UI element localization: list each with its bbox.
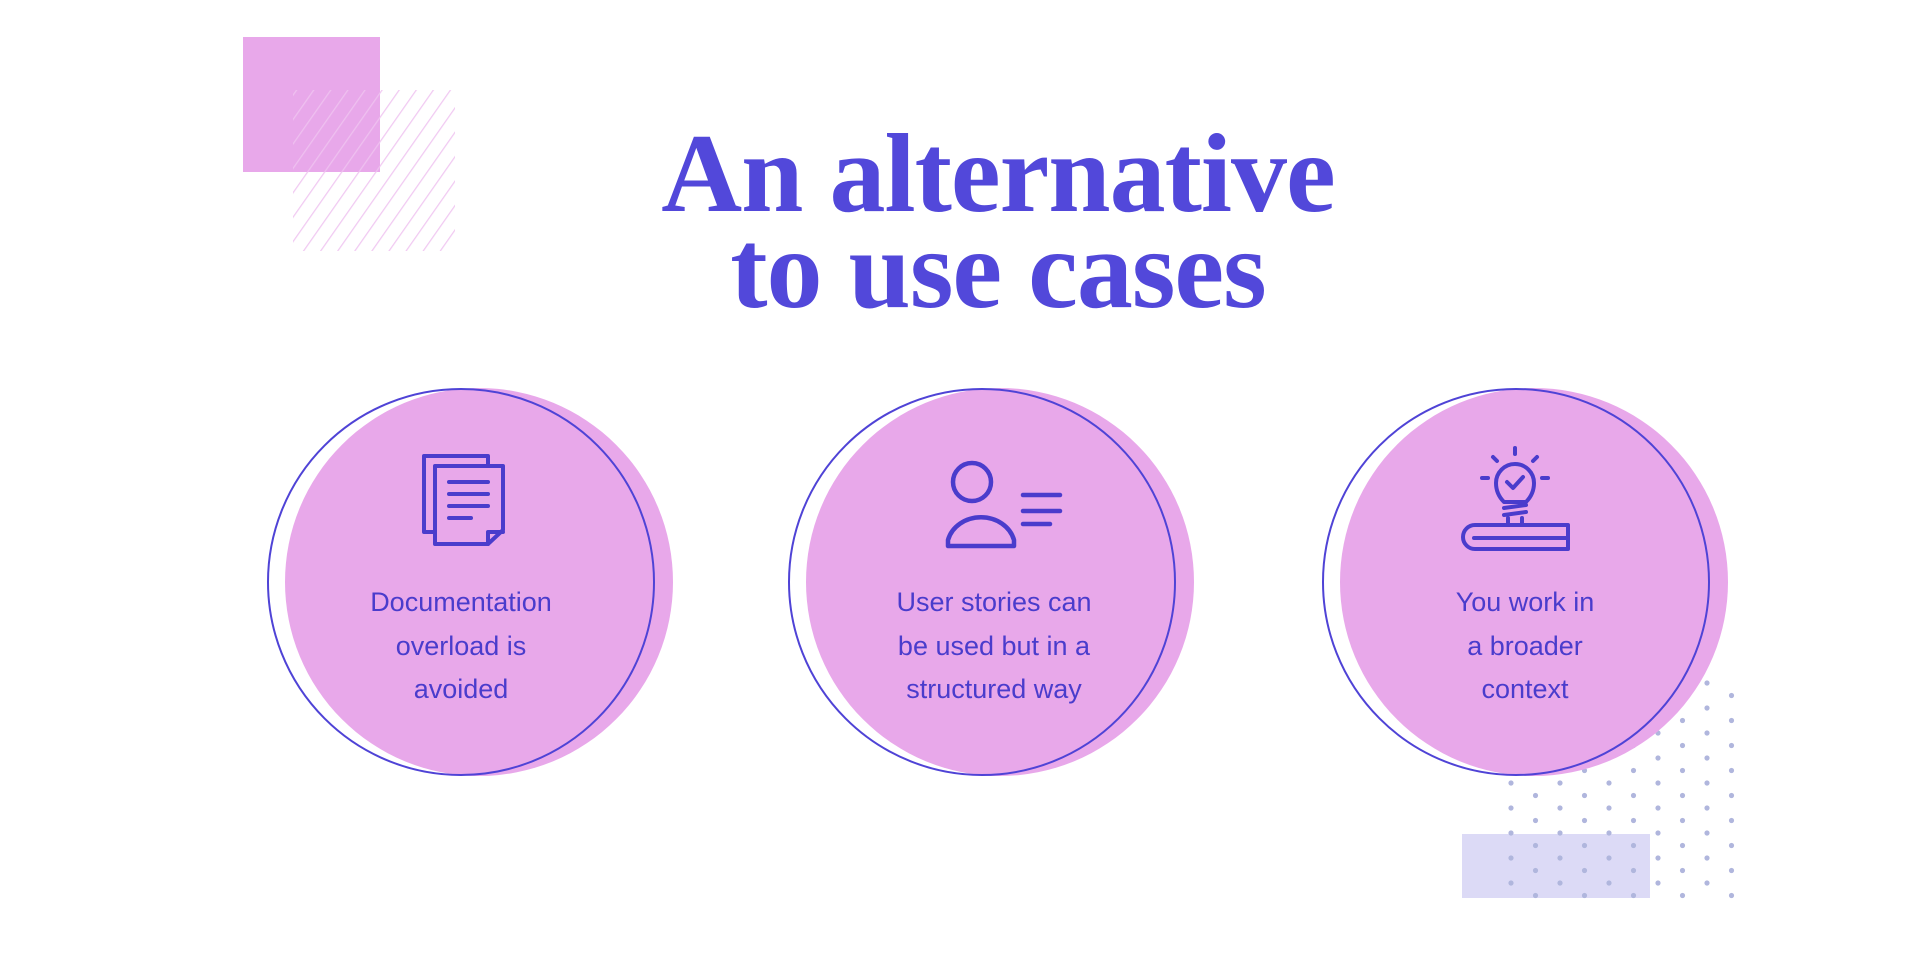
card-circle-2 [788, 388, 1194, 776]
card-1-text: Documentation overload is avoided [311, 581, 611, 712]
card-2-line-2: be used but in a [897, 630, 1091, 661]
card-circle-1 [267, 388, 673, 776]
card-1-line-1: Documentation [370, 587, 552, 617]
card-1-line-3: avoided [413, 674, 509, 704]
title-line-1: An alternative [661, 112, 1335, 236]
card-3-text: You work in a broader context [1375, 581, 1675, 712]
hatched-square-decoration [293, 90, 455, 251]
lightbulb-book-icon [1461, 446, 1570, 551]
card-circle-3 [1320, 386, 1728, 778]
user-list-icon [945, 460, 1063, 549]
card-3-line-3: context [1481, 674, 1569, 704]
card-3-line-2: a broader [1467, 630, 1583, 661]
title-line-2: to use cases [730, 208, 1266, 332]
card-2-line-3: structured way [906, 674, 1082, 704]
card-1-line-2: overload is [395, 630, 527, 661]
documents-icon [422, 454, 505, 546]
card-2-text: User stories can be used but in a struct… [844, 581, 1144, 712]
card-3-line-1: You work in [1455, 587, 1595, 617]
card-2-line-1: User stories can [896, 587, 1092, 617]
